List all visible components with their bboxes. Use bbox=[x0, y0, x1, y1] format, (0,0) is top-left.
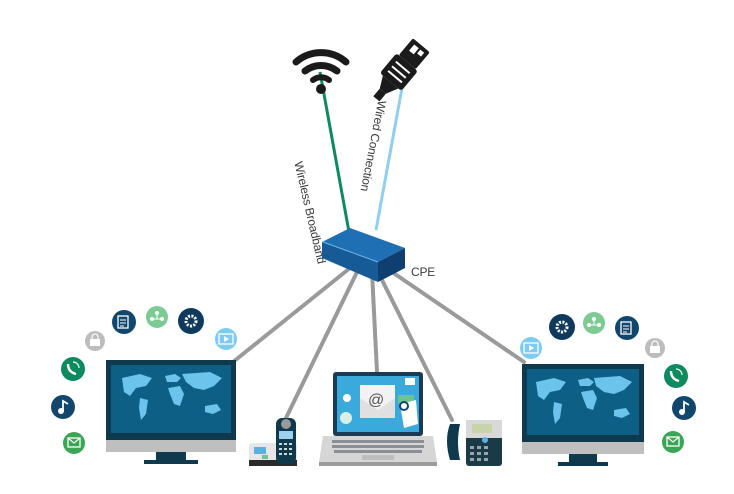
voice-call-icon bbox=[61, 357, 85, 381]
service-icons-right bbox=[520, 312, 696, 453]
ethernet-plug-icon bbox=[373, 38, 429, 102]
notes-icon bbox=[112, 310, 136, 334]
voice-call-icon bbox=[664, 364, 688, 388]
email-icon bbox=[63, 432, 85, 454]
wireless-broadband-link bbox=[318, 71, 351, 233]
share-icon bbox=[146, 306, 168, 328]
video-icon bbox=[520, 337, 542, 359]
cpe-label: CPE bbox=[411, 265, 436, 279]
laptop-icon: @ bbox=[319, 372, 437, 466]
share-icon bbox=[583, 312, 605, 334]
video-icon bbox=[215, 328, 237, 350]
settings-icon bbox=[178, 308, 204, 334]
notes-icon bbox=[615, 316, 639, 340]
music-icon bbox=[672, 396, 696, 420]
music-icon bbox=[51, 395, 75, 419]
wifi-icon bbox=[292, 49, 350, 94]
device-links bbox=[231, 266, 526, 422]
email-icon bbox=[662, 431, 684, 453]
cpe-router-icon bbox=[322, 228, 405, 282]
cordless-phone-icon bbox=[249, 418, 297, 466]
svg-text:@: @ bbox=[368, 392, 384, 409]
service-icons-left bbox=[51, 306, 237, 454]
monitor-left bbox=[106, 360, 236, 464]
settings-icon bbox=[549, 314, 575, 340]
monitor-right bbox=[522, 364, 644, 466]
wired-connection-link bbox=[374, 87, 404, 231]
ip-desk-phone-icon bbox=[447, 420, 502, 466]
shopping-icon bbox=[645, 338, 665, 358]
shopping-icon bbox=[85, 331, 105, 351]
